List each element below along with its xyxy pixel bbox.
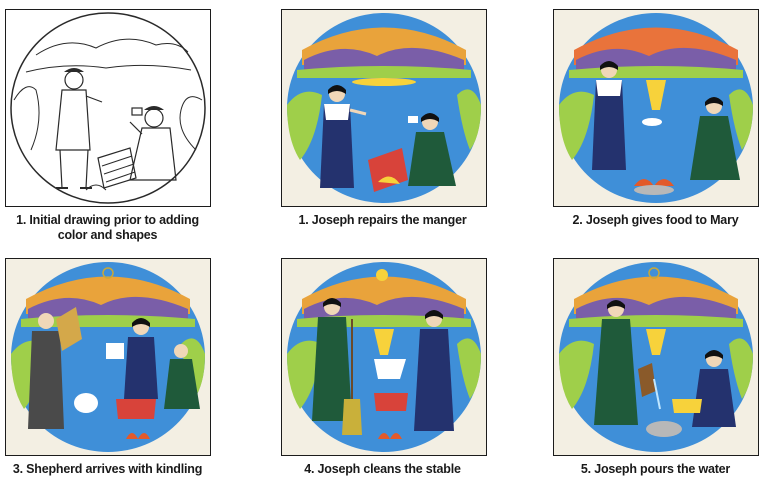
panel-image-sketch xyxy=(5,9,211,207)
caption-line-1: 1. Initial drawing prior to adding xyxy=(16,213,199,227)
panel-image-repairs-manger xyxy=(281,9,487,207)
scene-cleans-stable xyxy=(282,259,486,455)
panel-image-shepherd-arrives xyxy=(5,258,211,456)
caption-repairs-manger: 1. Joseph repairs the manger xyxy=(298,213,467,227)
scene-shepherd-arrives xyxy=(6,259,210,455)
caption-cleans-stable: 4. Joseph cleans the stable xyxy=(304,462,461,476)
sketch-illustration xyxy=(6,10,210,206)
caption-gives-food: 2. Joseph gives food to Mary xyxy=(572,213,739,227)
panel-image-cleans-stable xyxy=(281,258,487,456)
caption-pours-water: 5. Joseph pours the water xyxy=(580,462,731,476)
caption-line-2: color and shapes xyxy=(57,228,158,242)
scene-repairs-manger xyxy=(282,10,486,206)
caption-initial-drawing: 1. Initial drawing prior to adding color… xyxy=(0,213,215,243)
caption-shepherd-arrives: 3. Shepherd arrives with kindling xyxy=(12,462,203,476)
panel-image-pours-water xyxy=(553,258,759,456)
panel-image-gives-food xyxy=(553,9,759,207)
scene-pours-water xyxy=(554,259,758,455)
scene-gives-food xyxy=(554,10,758,206)
